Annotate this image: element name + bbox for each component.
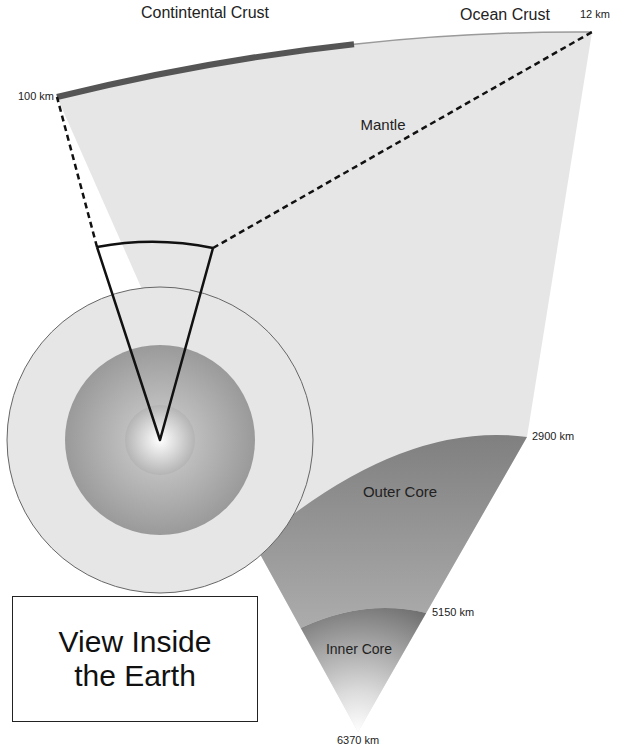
zoom-line (57, 97, 97, 247)
depth-label: 2900 km (532, 430, 574, 443)
zoom-line (213, 32, 592, 248)
depth-label: 100 km (18, 90, 54, 103)
inset-wedge-outline (97, 247, 213, 440)
continental-crust-band (57, 44, 354, 97)
inner-core-region (301, 608, 427, 732)
diagram-title: View Inside the Earth (45, 625, 225, 694)
title-box: View Inside the Earth (12, 596, 258, 722)
crust-label: Contintental Crust (141, 4, 269, 22)
depth-label: 12 km (580, 8, 610, 21)
layer-label: Inner Core (326, 641, 392, 657)
layer-label: Outer Core (363, 483, 437, 500)
layer-label: Mantle (360, 116, 405, 133)
depth-label: 6370 km (337, 734, 379, 747)
ocean-crust-band (354, 32, 592, 44)
depth-label: 5150 km (432, 606, 474, 619)
inset-wedge-top (97, 242, 213, 248)
crust-label: Ocean Crust (460, 6, 550, 24)
